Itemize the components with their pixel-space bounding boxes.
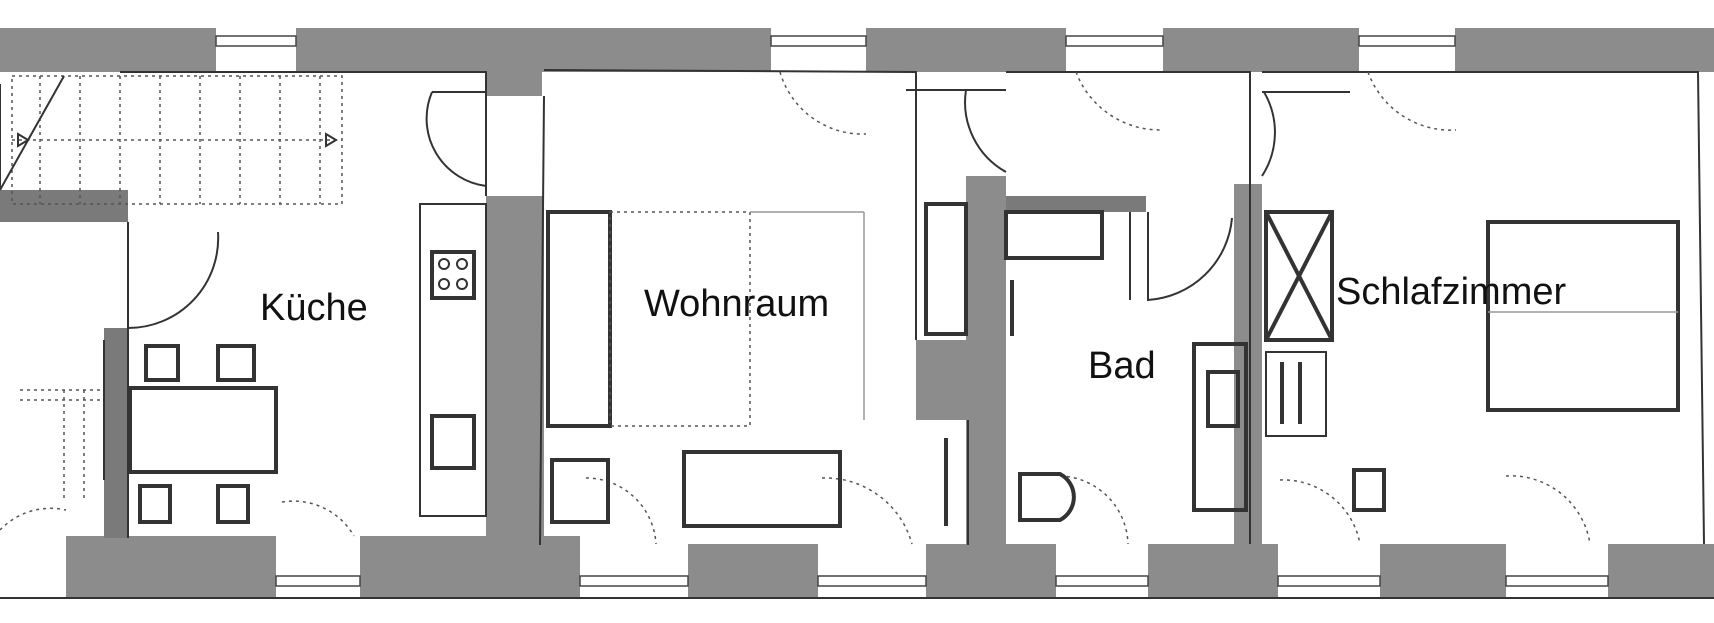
- bath-furniture: [1004, 210, 1248, 522]
- chair: [216, 484, 250, 524]
- bottom-exterior-wall: [0, 536, 1714, 599]
- kitchen-furniture: [128, 203, 487, 524]
- bed: [1486, 220, 1680, 412]
- sink: [430, 414, 476, 470]
- window-bottom: [1505, 575, 1609, 587]
- room-label-wohnraum: Wohnraum: [644, 283, 829, 325]
- window-top: [1358, 35, 1456, 47]
- dining-table: [128, 386, 278, 474]
- interior-walls: [0, 72, 1262, 548]
- kitchen-counter: [419, 203, 487, 517]
- room-label-bad: Bad: [1088, 345, 1156, 387]
- sofa: [546, 210, 612, 428]
- window-bottom: [275, 575, 361, 587]
- bedroom-furniture: [1264, 210, 1680, 512]
- window-bottom: [817, 575, 927, 587]
- chair: [138, 484, 172, 524]
- chair: [144, 344, 180, 382]
- room-label-schlafzimmer: Schlafzimmer: [1336, 271, 1566, 313]
- top-exterior-wall: [0, 28, 1714, 72]
- wardrobe: [1264, 210, 1334, 342]
- sideboard: [682, 450, 842, 528]
- cooktop: [430, 250, 476, 300]
- room-label-kueche: Küche: [260, 287, 368, 329]
- shelf: [1265, 351, 1327, 437]
- rug: [609, 211, 751, 427]
- washbasin: [1206, 370, 1240, 428]
- window-top: [215, 35, 297, 47]
- window-top: [770, 35, 867, 47]
- doors: [0, 71, 1591, 545]
- bathtub: [1192, 342, 1248, 512]
- living-furniture: [546, 202, 968, 528]
- toilet: [1018, 472, 1076, 522]
- chair: [216, 344, 256, 382]
- window-bottom: [1055, 575, 1149, 587]
- window-top: [1065, 35, 1164, 47]
- window-bottom: [579, 575, 689, 587]
- staircase: [0, 75, 343, 205]
- window-bottom: [1277, 575, 1381, 587]
- chair: [1352, 468, 1386, 512]
- lower-left-stairs: [20, 340, 105, 500]
- armchair: [550, 458, 610, 524]
- cabinet: [924, 202, 968, 336]
- shelf: [1004, 210, 1104, 260]
